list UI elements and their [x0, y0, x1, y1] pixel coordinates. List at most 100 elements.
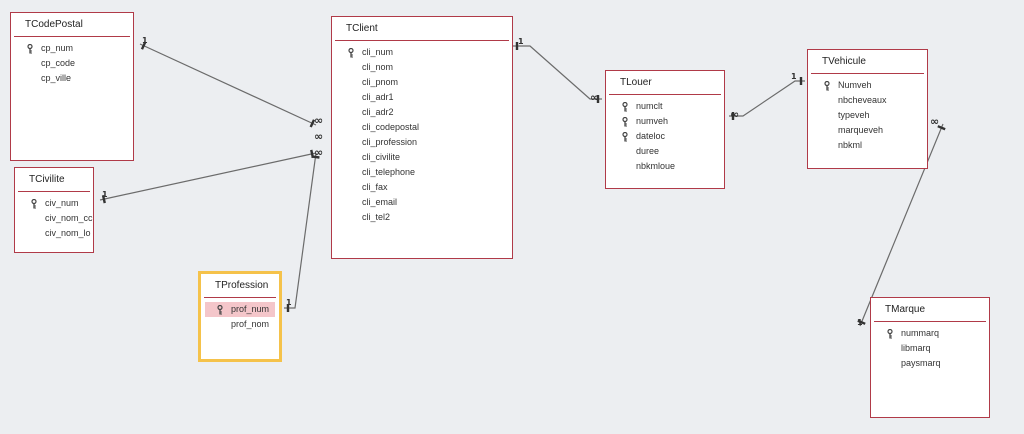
- cardinality-many-label: ∞: [314, 146, 323, 159]
- field-name: civ_num: [45, 198, 79, 208]
- relation-line-tmarque-tvehicule[interactable]: [859, 123, 944, 327]
- field-row[interactable]: cli_fax: [332, 180, 512, 195]
- relation-end-bar: [140, 41, 147, 50]
- field-row[interactable]: numveh: [606, 114, 724, 129]
- field-name: numveh: [636, 116, 669, 126]
- cardinality-many-label: ∞: [314, 114, 323, 127]
- field-name: cli_fax: [362, 182, 388, 192]
- relation-end-bar: [857, 319, 866, 325]
- field-row[interactable]: cli_num: [332, 45, 512, 60]
- field-name: cli_email: [362, 197, 398, 207]
- key-icon: [622, 116, 628, 127]
- relation-end-bar: [101, 194, 106, 204]
- field-row[interactable]: typeveh: [808, 108, 927, 123]
- field-name: Numveh: [838, 80, 872, 90]
- field-row[interactable]: prof_nom: [201, 317, 279, 332]
- relation-line-tvehicule-tlouer[interactable]: [729, 80, 805, 117]
- field-name: nummarq: [901, 328, 940, 338]
- table-title[interactable]: TVehicule: [811, 50, 924, 74]
- field-name: cp_ville: [41, 73, 72, 83]
- key-icon: [348, 47, 354, 58]
- field-name: cli_civilite: [362, 152, 401, 162]
- table-title[interactable]: TCodePostal: [14, 13, 130, 37]
- key-icon: [622, 101, 628, 112]
- table-title[interactable]: TCivilite: [18, 168, 90, 192]
- cardinality-one-label: 1: [142, 36, 148, 45]
- field-row[interactable]: cli_codepostal: [332, 120, 512, 135]
- field-row[interactable]: cp_num: [11, 41, 133, 56]
- relation-line-tcivilite-tclient[interactable]: [99, 152, 317, 201]
- field-row[interactable]: nbkml: [808, 138, 927, 153]
- field-row[interactable]: duree: [606, 144, 724, 159]
- field-row[interactable]: civ_nom_cc: [15, 211, 93, 226]
- table-tprofession[interactable]: TProfession prof_num prof_nom: [198, 271, 282, 362]
- field-name: prof_num: [231, 304, 270, 314]
- field-row[interactable]: cli_tel2: [332, 210, 512, 225]
- field-row[interactable]: nbkmloue: [606, 159, 724, 174]
- field-row[interactable]: dateloc: [606, 129, 724, 144]
- table-title[interactable]: TLouer: [609, 71, 721, 95]
- field-name: cli_adr2: [362, 107, 394, 117]
- field-row[interactable]: prof_num: [205, 302, 275, 317]
- table-tmarque[interactable]: TMarque nummarq libmarq paysmarq: [870, 297, 990, 418]
- field-name: cli_adr1: [362, 92, 394, 102]
- field-row[interactable]: libmarq: [871, 341, 989, 356]
- relation-end-bar: [311, 155, 320, 159]
- key-icon: [622, 131, 628, 142]
- relation-line-tclient-tlouer[interactable]: [513, 45, 602, 100]
- field-row[interactable]: nummarq: [871, 326, 989, 341]
- relation-line-tcodepostal-tclient[interactable]: [139, 43, 317, 126]
- field-name: dateloc: [636, 131, 666, 141]
- field-row[interactable]: cli_profession: [332, 135, 512, 150]
- field-row[interactable]: civ_nom_lo: [15, 226, 93, 241]
- field-name: cli_pnom: [362, 77, 399, 87]
- field-row[interactable]: cli_telephone: [332, 165, 512, 180]
- table-title[interactable]: TMarque: [874, 298, 986, 322]
- field-name: typeveh: [838, 110, 870, 120]
- field-row[interactable]: numclt: [606, 99, 724, 114]
- field-row[interactable]: nbcheveaux: [808, 93, 927, 108]
- field-list: cp_num cp_code cp_ville: [11, 37, 133, 86]
- field-row[interactable]: paysmarq: [871, 356, 989, 371]
- key-icon: [824, 80, 830, 91]
- cardinality-many-label: ∞: [730, 108, 739, 121]
- cardinality-many-label: ∞: [590, 91, 599, 104]
- field-row[interactable]: cp_code: [11, 56, 133, 71]
- field-name: nbcheveaux: [838, 95, 887, 105]
- field-row[interactable]: cli_nom: [332, 60, 512, 75]
- field-row[interactable]: cli_email: [332, 195, 512, 210]
- field-row[interactable]: cli_pnom: [332, 75, 512, 90]
- table-tcodepostal[interactable]: TCodePostal cp_num cp_code cp_ville: [10, 12, 134, 161]
- table-title[interactable]: TClient: [335, 17, 509, 41]
- key-icon: [27, 43, 33, 54]
- key-icon: [31, 198, 37, 209]
- field-row[interactable]: cli_adr1: [332, 90, 512, 105]
- cardinality-one-label: 1: [857, 318, 863, 327]
- field-row[interactable]: cp_ville: [11, 71, 133, 86]
- field-list: numclt numveh dateloc duree nbkmloue: [606, 95, 724, 174]
- cardinality-many-label: ∞: [314, 130, 323, 143]
- field-row[interactable]: marqueveh: [808, 123, 927, 138]
- field-name: libmarq: [901, 343, 931, 353]
- field-name: cli_codepostal: [362, 122, 420, 132]
- table-title[interactable]: TProfession: [204, 274, 276, 298]
- field-row[interactable]: cli_civilite: [332, 150, 512, 165]
- cardinality-one-label: 1: [286, 298, 292, 307]
- field-name: duree: [636, 146, 660, 156]
- field-row[interactable]: civ_num: [15, 196, 93, 211]
- field-name: cli_profession: [362, 137, 418, 147]
- relation-line-tprofession-tclient[interactable]: [284, 152, 317, 309]
- table-tlouer[interactable]: TLouer numclt numveh dateloc duree nbkmloue: [605, 70, 725, 189]
- field-name: paysmarq: [901, 358, 941, 368]
- relation-end-bar: [937, 125, 946, 131]
- field-row[interactable]: cli_adr2: [332, 105, 512, 120]
- field-row[interactable]: Numveh: [808, 78, 927, 93]
- field-name: cp_num: [41, 43, 74, 53]
